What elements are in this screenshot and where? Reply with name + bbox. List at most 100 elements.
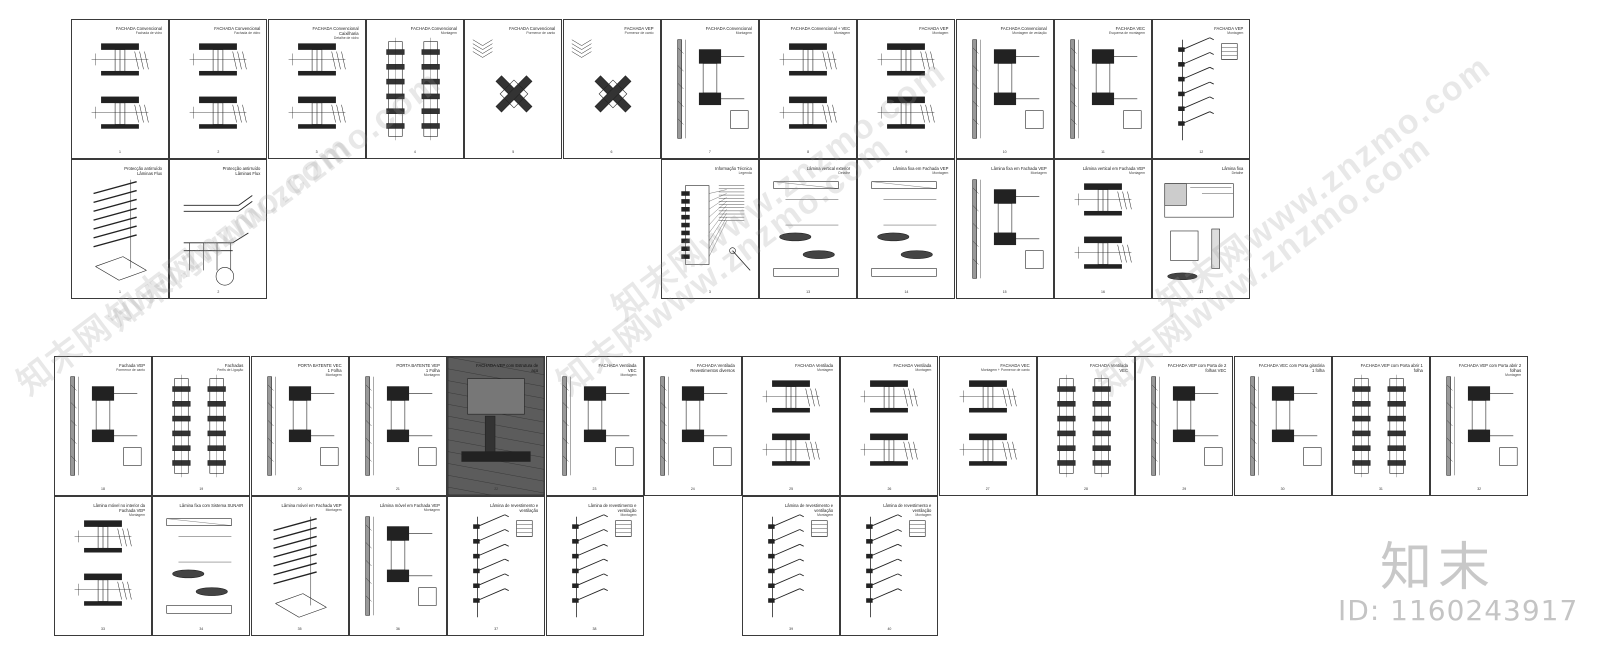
sheet-number: 15 [1002,290,1007,294]
sheet-subtitle: Pormenor de canto [624,31,654,35]
sheet-detail-drawing [660,376,732,476]
sheet-subtitle: Fachada de vidro [234,31,261,35]
sheet-detail-drawing [1249,376,1322,476]
sheet-number: 5 [512,150,515,154]
sheet-subtitle: Fachada de vidro [135,31,162,35]
sheet-title: Protecção antirruído Lâminas Flux [124,166,162,176]
sheet-number: 21 [395,487,400,491]
sheet-subtitle: Montagem [620,513,637,517]
sheet-detail-drawing [1164,183,1234,281]
sheet-number: 37 [494,627,499,631]
sheet-detail-drawing [762,380,820,466]
sheet-number: 3 [708,290,711,294]
sheet-number: 13 [806,290,811,294]
sheet-detail-drawing [172,374,227,478]
sheet-number: 36 [395,627,400,631]
sheet-subtitle: Detalhe [838,171,851,175]
sheet-detail-drawing [1178,37,1238,141]
sheet-number: 17 [1199,290,1204,294]
sheet-number: 14 [904,290,909,294]
sheet-detail-drawing [871,181,938,277]
sheet-detail-drawing [184,195,253,286]
sheet-detail-drawing [1151,376,1223,476]
sheet-number: 24 [690,487,695,491]
sheet-number: 11 [1101,150,1105,154]
drawing-sheet: FACHADA Ventilada Revestimentos diversos… [643,356,742,496]
sheet-detail-drawing [877,43,936,129]
sheet-subtitle: Montagem [440,31,457,35]
sheet-subtitle: Montagem [932,31,949,35]
sheet-subtitle: Montagem [1505,373,1522,377]
sheet-subtitle: Montagem [915,368,932,372]
sheet-subtitle: Montagem [325,373,342,377]
sheet-number: 8 [807,150,810,154]
sheet-subtitle: Montagem [735,31,752,35]
sheet-subtitle: Pormenor de canto [526,31,556,35]
sheet-detail-drawing [448,357,545,495]
sheet-title: FACHADA VEC com Porta giratória 1 folha [1258,363,1325,373]
sheet-number: 2 [217,150,220,154]
sheet-subtitle: Pormenor de canto [116,368,145,372]
sheet-title: Lâmina de revestimento e ventilação [490,503,539,513]
drawing-sheet: FACHADA VEP com Porta abrir 1 folha 31 [1331,356,1430,496]
sheet-detail-drawing [1057,374,1111,478]
sheet-detail-drawing [386,37,440,141]
sheet-subtitle: Montagem [423,508,440,512]
sheet-number: 33 [101,627,105,631]
sheet-detail-drawing [677,39,749,139]
sheet-detail-drawing [773,181,839,277]
sheet-number: 40 [887,627,892,631]
sheet-detail-drawing [473,514,533,618]
sheet-title: FACHADA Ventilada VEC [1090,363,1128,373]
sheet-number: 1 [119,290,121,294]
sheet-subtitle: Montagem + Pormenor de canto [980,368,1030,372]
sheet-number: 29 [1182,487,1187,491]
sheet-number: 19 [199,487,204,491]
brand-logo: 知末 [1380,538,1497,598]
sheet-detail-drawing [571,39,631,113]
sheet-subtitle: Montagem de vedação [1012,31,1047,35]
sheet-subtitle: Montagem [1227,31,1244,35]
sheet-detail-drawing [779,43,837,129]
sheet-detail-drawing [860,380,919,466]
sheet-title: FACHADA VEP com Porta abrir 1 folha [1360,363,1423,373]
sheet-detail-drawing [472,39,533,113]
sheet-title: FACHADA VEP com Estrutura de aço [476,363,539,373]
sheet-number: 31 [1378,487,1383,491]
sheet-subtitle: Perfis de Ligação [217,368,244,372]
sheet-number: 3 [315,150,318,154]
